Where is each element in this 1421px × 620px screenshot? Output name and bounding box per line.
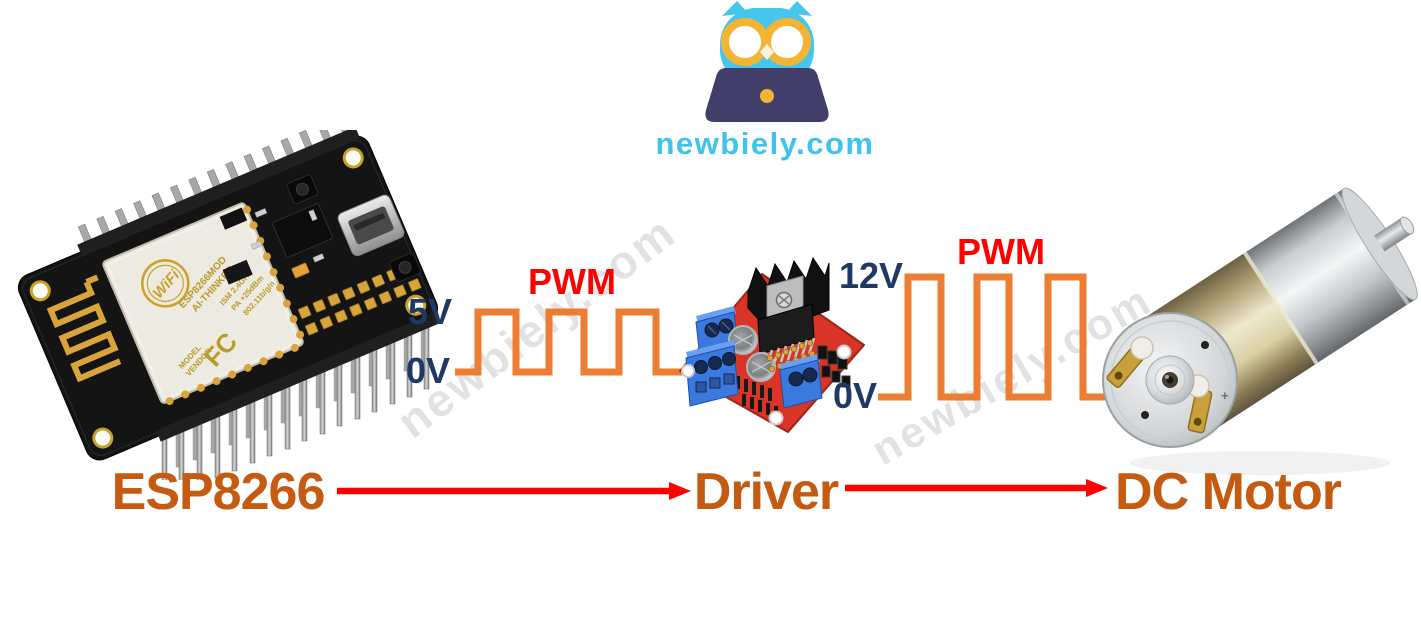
node-label-dc-motor: DC Motor bbox=[1115, 463, 1342, 521]
l298n-driver-board-image bbox=[679, 256, 865, 433]
esp8266-board-image: WiFi ESP8266MOD AI-THINKER MODEL VENDOR … bbox=[17, 130, 439, 480]
micro-usb-port bbox=[337, 194, 405, 257]
esp-castellated-pads bbox=[165, 205, 305, 406]
esp-mounting-holes bbox=[29, 147, 427, 449]
arrow-driver-to-motor bbox=[845, 479, 1108, 497]
motor-vent-hole-1 bbox=[1141, 411, 1149, 419]
electrolytic-capacitor-1 bbox=[728, 325, 758, 355]
pwm-waveform-right bbox=[878, 273, 1117, 401]
terminal-block-2pin-right bbox=[779, 354, 823, 409]
newbiely-owl-logo-icon bbox=[705, 1, 829, 122]
motor-bushing-1 bbox=[1130, 336, 1154, 360]
node-label-driver: Driver bbox=[693, 463, 839, 521]
owl-beak bbox=[760, 44, 774, 60]
motor-gearbox-silver bbox=[1245, 188, 1416, 363]
voltage-low-label-left: 0V bbox=[405, 350, 450, 391]
voltage-high-label-left: 5V bbox=[407, 291, 452, 332]
brand-site-text: newbiely.com bbox=[655, 126, 875, 161]
pwm-label-right: PWM bbox=[957, 231, 1045, 272]
smd-capacitor-yellow bbox=[291, 262, 310, 279]
driver-mounting-holes bbox=[681, 344, 852, 426]
smd-parts bbox=[250, 208, 325, 263]
terminal-block-3pin bbox=[685, 340, 739, 407]
voltage-high-label-right: 12V bbox=[838, 255, 903, 296]
node-label-esp8266: ESP8266 bbox=[111, 463, 326, 521]
motor-polarity-plus: + bbox=[1221, 388, 1229, 403]
dc-gear-motor-image: + bbox=[1102, 187, 1418, 475]
motor-back-cap: + bbox=[1102, 312, 1238, 448]
esp-wifi-module: WiFi ESP8266MOD AI-THINKER MODEL VENDOR … bbox=[102, 202, 305, 406]
esp-wifi-antenna-trace bbox=[46, 274, 122, 383]
voltage-regulator-chip bbox=[222, 259, 253, 285]
small-chip bbox=[219, 207, 248, 230]
owl-glasses-right bbox=[763, 18, 811, 66]
motor-vent-hole-2 bbox=[1201, 341, 1209, 349]
pwm-label-left: PWM bbox=[528, 261, 616, 302]
flash-button bbox=[286, 174, 319, 205]
voltage-low-label-right: 0V bbox=[832, 375, 877, 416]
pwm-waveform-left bbox=[455, 308, 686, 376]
usb-uart-chip bbox=[272, 203, 333, 258]
laptop-logo-dot bbox=[760, 89, 774, 103]
arrow-esp-to-driver bbox=[337, 482, 691, 500]
reset-button bbox=[389, 252, 421, 283]
motor-shadow bbox=[1130, 451, 1390, 475]
